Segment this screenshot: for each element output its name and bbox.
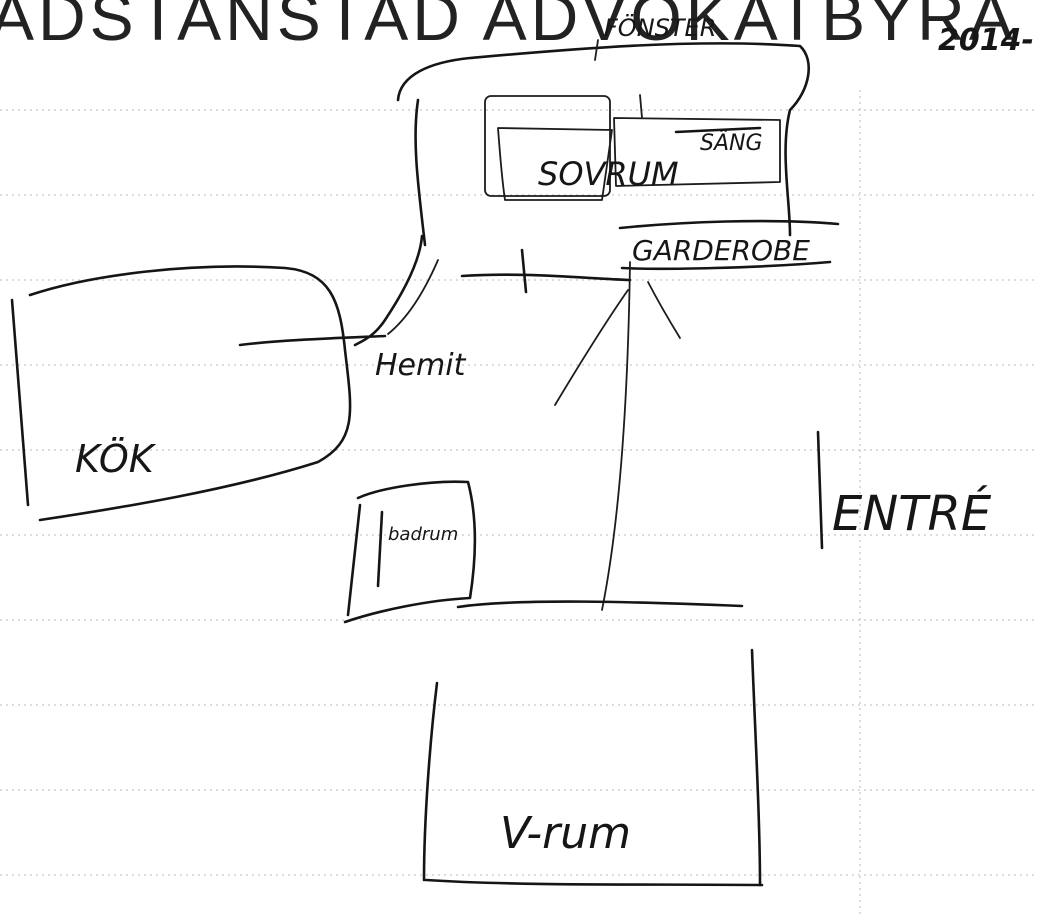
- kitchen-label: KÖK: [75, 437, 157, 481]
- bedroom-label: SOVRUM: [538, 155, 679, 193]
- kitchen-left-wall: [10, 298, 30, 507]
- bathroom-door: [376, 510, 384, 588]
- bathroom-label: badrum: [388, 524, 458, 545]
- kitchen-door-line: [238, 334, 387, 347]
- entrance-label: ENTRÉ: [832, 485, 992, 542]
- bed-label: SÄNG: [700, 130, 763, 156]
- hemit-label: Hemit: [375, 348, 467, 383]
- living-room-bottom: [424, 878, 764, 887]
- divider-tick: [639, 94, 643, 119]
- date-label: 2014-: [938, 23, 1034, 58]
- bathroom-outline: [343, 480, 477, 624]
- bed-box: [613, 117, 781, 187]
- hall-line-right: [601, 261, 631, 611]
- window-mark: [594, 39, 599, 61]
- living-room-label: V-rum: [500, 808, 631, 859]
- corridor-line: [460, 273, 632, 282]
- bedroom-block-outline: [396, 42, 810, 237]
- wardrobe-label: GARDEROBE: [632, 234, 810, 267]
- window-label: FÖNSTER: [604, 13, 716, 42]
- kitchen-outline: [28, 265, 352, 522]
- letterhead-text: ADSTANSTAD ADVOKATBYRA: [0, 0, 1017, 54]
- living-room-right: [750, 648, 762, 887]
- paper-grid: [0, 90, 1038, 916]
- strike-line: [674, 126, 762, 134]
- hall-line-short: [647, 281, 681, 339]
- bedroom-left-wall: [414, 98, 427, 247]
- living-room-left: [422, 681, 439, 882]
- bathroom-left-wall: [346, 503, 362, 617]
- wardrobe-top: [618, 219, 840, 230]
- door-tick: [520, 248, 528, 294]
- living-room-top: [456, 600, 744, 609]
- door-arc-inner: [387, 259, 439, 335]
- hall-line-diagonal: [554, 289, 629, 406]
- wardrobe-bottom: [620, 260, 832, 271]
- entrance-wall: [816, 430, 824, 550]
- bedroom-box: [497, 127, 613, 201]
- door-arc: [353, 234, 424, 347]
